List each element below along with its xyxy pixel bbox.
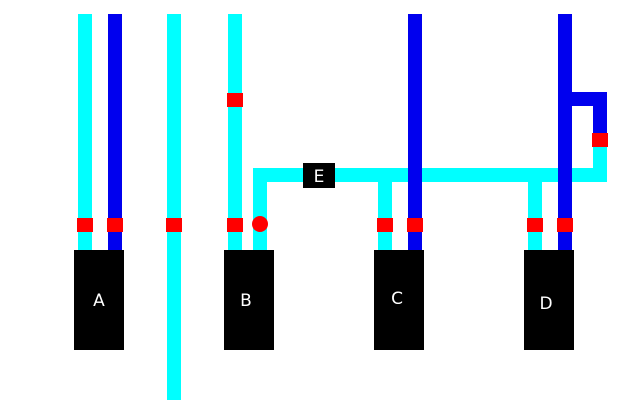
trunk-cyan[interactable]	[253, 168, 607, 182]
block-c[interactable]	[374, 250, 424, 350]
valve-red[interactable]	[377, 218, 393, 232]
valve-red-round[interactable]	[252, 216, 268, 232]
block-a-label: A	[93, 291, 105, 311]
valve-red[interactable]	[557, 218, 573, 232]
pipe-c-blue[interactable]	[408, 14, 422, 256]
junction-e[interactable]	[303, 163, 335, 188]
block-d-label: D	[539, 294, 552, 314]
valve-red[interactable]	[77, 218, 93, 232]
valve-red[interactable]	[166, 218, 182, 232]
valve-red[interactable]	[592, 133, 608, 147]
valve-red[interactable]	[407, 218, 423, 232]
loop-side-blue[interactable]	[593, 92, 607, 134]
block-b[interactable]	[224, 250, 274, 350]
block-c-label: C	[391, 289, 403, 309]
pipe-b-cyan[interactable]	[228, 14, 242, 256]
junction-e-label: E	[314, 167, 325, 187]
valve-red[interactable]	[107, 218, 123, 232]
block-a[interactable]	[74, 250, 124, 350]
pipe-a-blue[interactable]	[108, 14, 122, 256]
pipe-d-cyan[interactable]	[528, 178, 542, 256]
pipe-c-cyan[interactable]	[378, 178, 392, 256]
valve-red[interactable]	[227, 218, 243, 232]
block-b-label: B	[240, 291, 252, 311]
pipe-a-cyan[interactable]	[78, 14, 92, 256]
valve-red[interactable]	[527, 218, 543, 232]
pipe-b-branch-cyan[interactable]	[253, 170, 267, 256]
pipe-d-blue[interactable]	[558, 14, 572, 256]
block-d[interactable]	[524, 250, 574, 350]
pipe-free-cyan[interactable]	[167, 14, 181, 400]
valve-red[interactable]	[227, 93, 243, 107]
